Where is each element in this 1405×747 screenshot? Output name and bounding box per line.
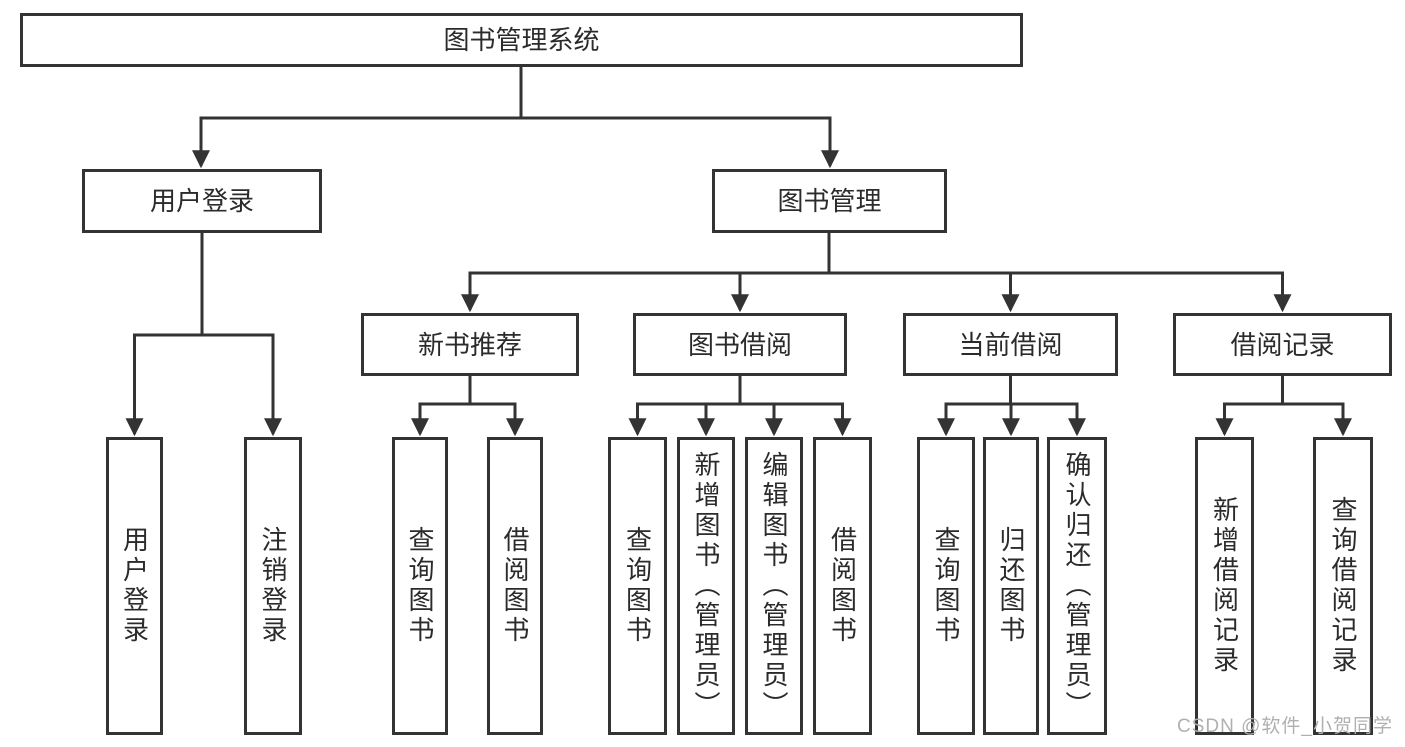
node-new-book-recommend: 新书推荐	[361, 313, 579, 376]
leaf-confirm-return-admin: 确认归还（管理员）	[1047, 437, 1107, 735]
node-borrowing-records: 借阅记录	[1173, 313, 1392, 376]
csdn-watermark: CSDN @软件_小贺同学	[1177, 716, 1393, 737]
node-current-borrowing: 当前借阅	[903, 313, 1118, 376]
leaf-query-books-current: 查询图书	[917, 437, 975, 735]
leaf-query-books-borrow: 查询图书	[608, 437, 667, 735]
node-library-management-system: 图书管理系统	[20, 13, 1023, 67]
leaf-borrow-books-recommend: 借阅图书	[487, 437, 543, 735]
node-user-login: 用户登录	[82, 169, 322, 233]
node-book-borrowing: 图书借阅	[633, 313, 847, 376]
leaf-logout: 注销登录	[244, 437, 302, 735]
leaf-edit-book-admin: 编辑图书（管理员）	[745, 437, 803, 735]
leaf-add-borrow-record: 新增借阅记录	[1195, 437, 1254, 735]
leaf-user-login: 用户登录	[106, 437, 163, 735]
leaf-query-books-recommend: 查询图书	[392, 437, 448, 735]
leaf-return-book: 归还图书	[983, 437, 1039, 735]
node-book-management: 图书管理	[712, 169, 947, 233]
leaf-borrow-books: 借阅图书	[813, 437, 872, 735]
leaf-add-book-admin: 新增图书（管理员）	[677, 437, 735, 735]
leaf-query-borrow-record: 查询借阅记录	[1313, 437, 1373, 735]
